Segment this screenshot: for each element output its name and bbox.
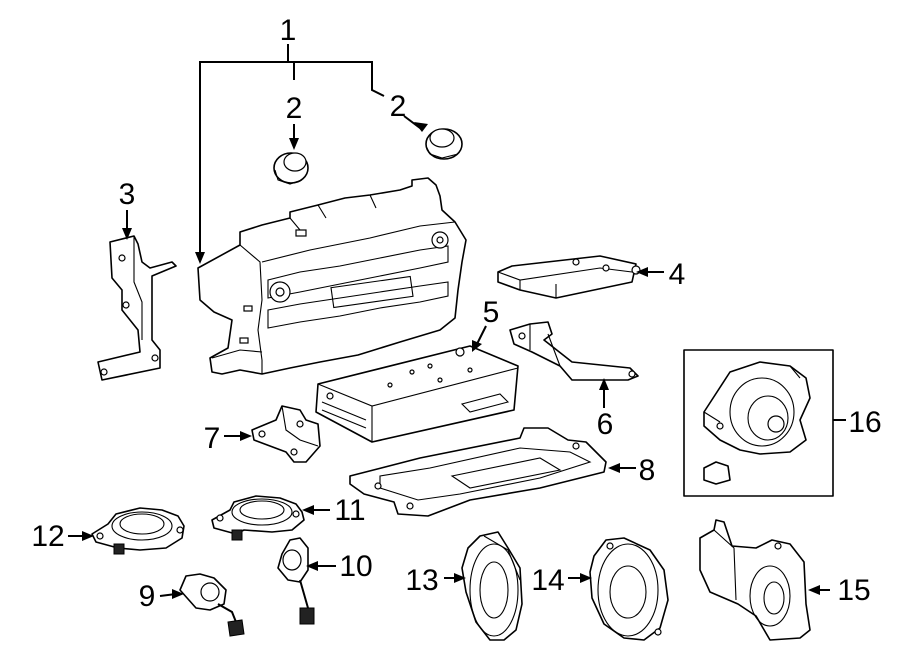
callout-2-left: 2 [286,92,303,125]
module-box [497,255,641,299]
callout-9: 9 [139,580,156,613]
leader-lines [68,44,846,597]
callout-6: 6 [597,408,614,441]
tweeter-speaker-right [211,495,305,541]
callout-2-right: 2 [390,90,407,123]
knob-right [425,128,463,160]
switch-assembly [703,361,811,485]
arrowheads [82,122,820,599]
callout-14: 14 [531,564,564,597]
mounting-plate [349,427,607,517]
callout-16: 16 [848,406,881,439]
control-unit-box [315,345,519,443]
tweeter-with-harness [179,573,245,637]
callout-7: 7 [204,422,221,455]
tweeter-connector [277,537,315,625]
callout-1: 1 [280,14,297,47]
callout-15: 15 [837,574,870,607]
callout-4: 4 [669,258,686,291]
radio-head-unit [197,177,467,375]
callout-3: 3 [119,178,136,211]
door-speaker-left [461,531,523,641]
tweeter-speaker-left [91,507,185,555]
mounting-bracket-right [509,321,639,381]
knob-left [273,152,309,185]
small-bracket [251,405,321,463]
mounting-bracket-left [97,235,177,381]
callout-12: 12 [31,520,64,553]
door-speaker-right [589,537,669,641]
callout-5: 5 [483,296,500,329]
subwoofer-enclosure [699,519,811,641]
callout-13: 13 [405,564,438,597]
callout-labels: 1 2 2 3 4 5 6 7 8 9 10 11 12 13 14 15 16 [31,14,881,613]
callout-10: 10 [339,550,372,583]
callout-8: 8 [639,454,656,487]
callout-11: 11 [334,494,365,527]
